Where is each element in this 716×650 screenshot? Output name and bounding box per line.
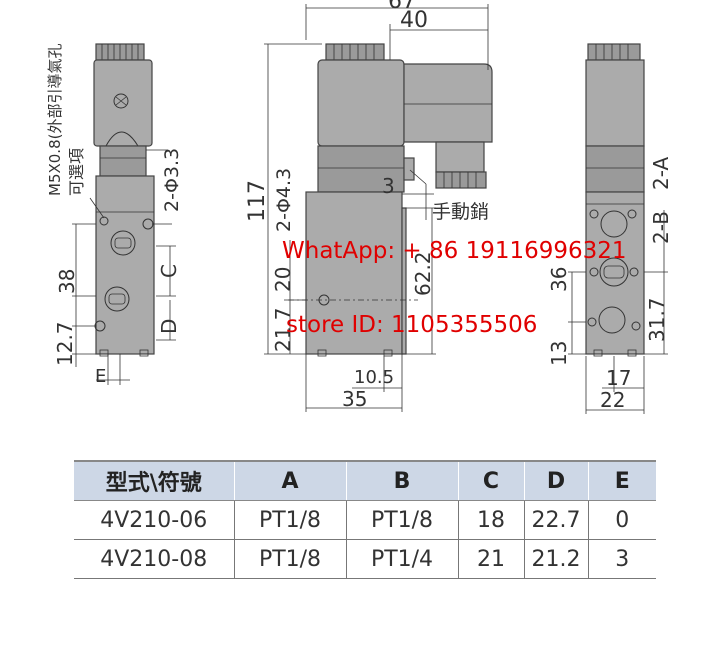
center-dim-40: 40 — [400, 8, 428, 33]
header-model: 型式\符號 — [74, 460, 234, 501]
center-label-hole: 2-Φ4.3 — [273, 168, 295, 232]
center-dim-20: 20 — [271, 267, 295, 292]
left-view: M5X0.8(外部引導氣孔 可選項 2-Φ3.3 38 12.7 C D E — [46, 43, 183, 387]
watermark-store-id: store ID: 1105355506 — [286, 312, 537, 338]
right-port-b — [600, 210, 628, 238]
left-dim-c: C — [157, 264, 181, 278]
right-dim-17: 17 — [606, 366, 631, 390]
left-port-d — [104, 286, 130, 312]
right-dim-13: 13 — [547, 341, 571, 366]
left-label-hole: 2-Φ3.3 — [161, 148, 183, 212]
left-port-c — [110, 230, 136, 256]
right-dim-22: 22 — [600, 388, 625, 412]
table-header-row: 型式\符號 A B C D E — [74, 460, 656, 501]
left-valve-body — [95, 175, 155, 355]
center-coil-cap — [325, 43, 385, 61]
cell-b: PT1/4 — [345, 539, 458, 579]
right-neck — [585, 145, 645, 193]
center-connector — [403, 63, 493, 143]
cell-a: PT1/8 — [233, 539, 346, 579]
center-dim-3: 3 — [382, 174, 395, 198]
cell-e: 3 — [587, 539, 656, 579]
header-a: A — [233, 460, 346, 501]
right-valve-body — [585, 191, 645, 355]
table-row: 4V210-06 PT1/8 PT1/8 18 22.7 0 — [74, 500, 656, 540]
right-label-b: 2-B — [649, 211, 673, 244]
right-dim-31-7: 31.7 — [645, 297, 669, 342]
cell-c: 18 — [457, 500, 524, 540]
center-dim-62-2: 62.2 — [411, 251, 435, 296]
left-coil-screw — [113, 93, 129, 109]
right-port-a — [598, 306, 626, 334]
cell-d: 21.2 — [523, 539, 588, 579]
left-label-m5: M5X0.8(外部引導氣孔 — [46, 44, 64, 196]
center-coil — [317, 59, 405, 147]
cell-d: 22.7 — [523, 500, 588, 540]
center-dim-67: 67 — [388, 0, 416, 14]
left-dim-e: E — [95, 366, 106, 387]
right-view: 2-A 2-B 36 13 31.7 17 22 — [547, 43, 673, 414]
right-label-a: 2-A — [649, 156, 673, 190]
cell-e: 0 — [587, 500, 656, 540]
header-b: B — [345, 460, 458, 501]
header-c: C — [457, 460, 524, 501]
center-valve-body — [305, 191, 403, 355]
cell-model: 4V210-08 — [74, 539, 234, 579]
left-label-optional: 可選項 — [67, 148, 86, 196]
cell-a: PT1/8 — [233, 500, 346, 540]
header-e: E — [587, 460, 656, 501]
spec-table: 型式\符號 A B C D E 4V210-06 PT1/8 PT1/8 18 … — [74, 460, 656, 579]
center-cable-gland — [435, 171, 487, 189]
valve-dimension-drawing: M5X0.8(外部引導氣孔 可選項 2-Φ3.3 38 12.7 C D E — [46, 0, 673, 414]
center-dim-117: 117 — [245, 180, 270, 222]
center-dim-21-7: 21.7 — [271, 307, 295, 352]
cell-model: 4V210-06 — [74, 500, 234, 540]
table-row: 4V210-08 PT1/8 PT1/4 21 21.2 3 — [74, 539, 656, 579]
center-dim-35: 35 — [342, 387, 367, 411]
center-manual-pin — [403, 157, 415, 181]
right-port-p — [599, 257, 629, 287]
center-label-manual: 手動銷 — [432, 201, 489, 223]
cell-b: PT1/8 — [345, 500, 458, 540]
watermark-whatsapp: WhatApp: + 86 19116996321 — [282, 238, 627, 264]
cell-c: 21 — [457, 539, 524, 579]
left-dim-38: 38 — [55, 269, 79, 294]
left-neck — [99, 145, 147, 177]
left-dim-d: D — [157, 319, 181, 334]
left-dim-12-7: 12.7 — [53, 321, 77, 366]
center-dim-10-5: 10.5 — [354, 367, 394, 388]
right-dim-36: 36 — [547, 267, 571, 292]
center-view: 67 40 117 2-Φ4.3 3 手動銷 20 21.7 62.2 10.5… — [245, 0, 493, 412]
right-coil — [585, 59, 645, 147]
header-d: D — [523, 460, 588, 501]
